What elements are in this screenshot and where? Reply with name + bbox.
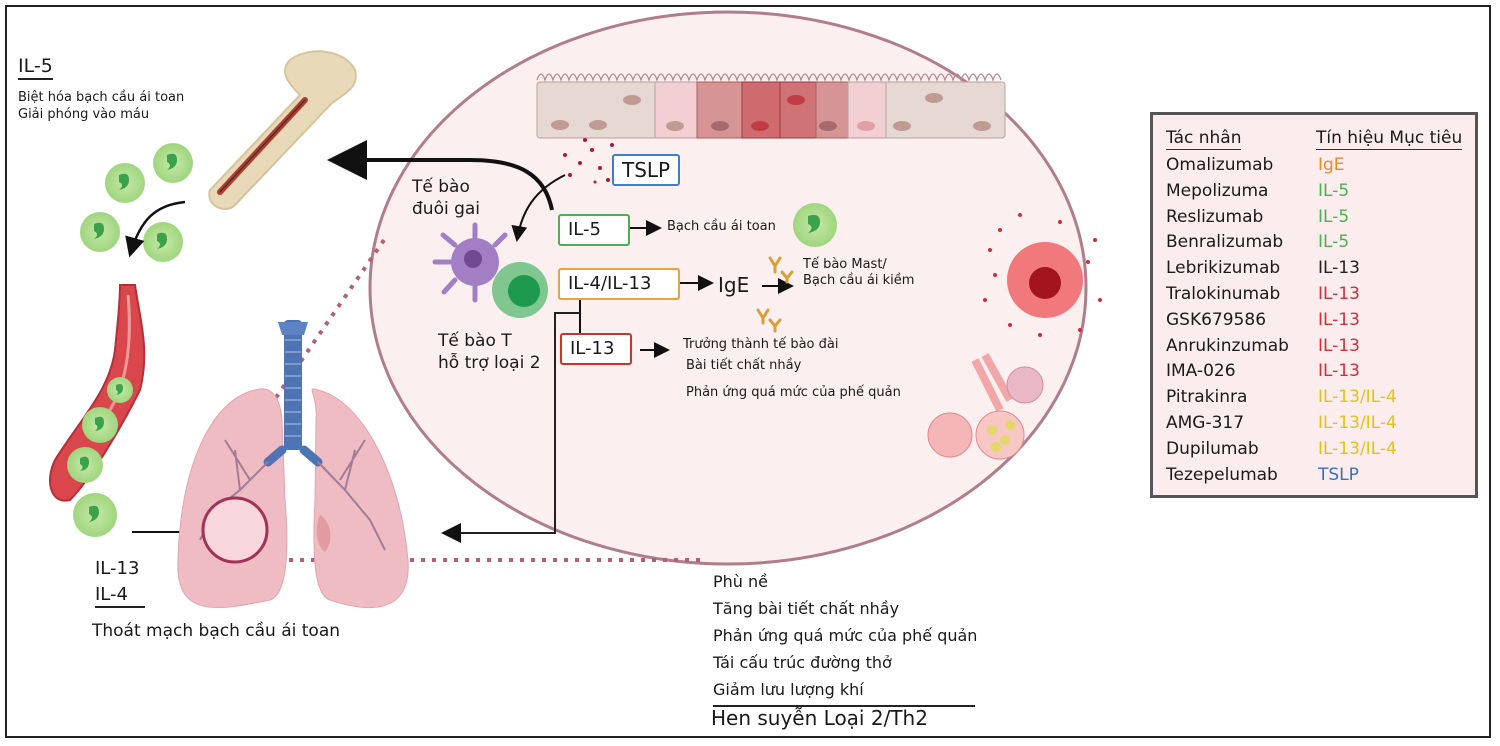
outcome-item: Tăng bài tiết chất nhầy [713,599,900,618]
agent-name: AMG-317 [1166,413,1245,433]
agent-name: Tezepelumab [1166,464,1278,485]
t-helper-cell [492,262,548,318]
target-signal: IL-5 [1318,180,1350,201]
dendritic-label-line1: Tế bào [412,177,470,197]
tslp-box: TSLP [612,154,681,186]
drug-target-table: Tác nhân Tín hiệu Mục tiêu Omalizumab IgE… [1150,112,1478,498]
agent-name: Dupilumab [1166,438,1259,459]
target-signal: IgE [1318,155,1345,175]
il13-effect-goblet: Trưởng thành tế bào đài [683,337,839,352]
agent-name: Omalizumab [1166,155,1274,175]
il4-label: IL-4 [95,584,145,608]
target-signal: IL-5 [1318,232,1350,253]
th2-cell-label: Tế bào T hỗ trợ loại 2 [438,330,541,374]
il13-box: IL-13 [560,333,632,365]
agent-name: GSK679586 [1166,309,1267,330]
il4-il13-box: IL-4/IL-13 [558,268,680,300]
header-target: Tín hiệu Mục tiêu [1316,128,1463,150]
il5-effect-1: Biệt hóa bạch cầu ái toan [18,90,185,105]
figure-frame [5,5,1491,738]
agent-name: Lebrikizumab [1166,258,1281,279]
outcome-item: Phản ứng quá mức của phế quản [713,626,978,645]
target-signal: IL-13/IL-4 [1318,387,1397,408]
outcome-list: Phù nề Tăng bài tiết chất nhầy Phản ứng … [713,568,977,707]
target-signal: IL-13 [1318,361,1360,382]
il13-label: IL-13 [95,558,140,579]
target-signal: IL-13 [1318,284,1360,304]
dendritic-label-line2: đuôi gai [412,199,481,219]
arrow-to-bone-marrow [327,140,554,211]
il5-box: IL-5 [558,214,630,246]
dendritic-cell [432,222,508,303]
alveoli-illustration [927,353,1044,460]
mast-label-line1: Tế bào Mast/ [803,257,887,272]
th2-label-line1: Tế bào T [438,331,512,351]
il5-target-label: Bạch cầu ái toan [667,219,776,234]
bone-marrow-illustration [208,50,357,210]
agent-name: Pitrakinra [1166,387,1248,408]
agent-name: IMA-026 [1166,361,1236,382]
target-signal: IL-5 [1318,206,1350,227]
agent-name: Benralizumab [1166,232,1284,253]
mast-cell [983,213,1102,337]
target-signal: TSLP [1318,464,1359,485]
header-agent: Tác nhân [1166,128,1242,150]
target-signal: IL-13 [1318,258,1360,279]
ige-antibodies [756,256,794,333]
airway-zoom-ellipse [368,10,1088,566]
il13-effect-hyperresponsiveness: Phản ứng quá mức của phế quản [686,385,901,400]
ige-label: IgE [718,273,750,297]
outcome-item: Tái cấu trúc đường thở [713,653,892,672]
th2-label-line2: hỗ trợ loại 2 [438,353,541,373]
mast-label-line2: Bạch cầu ái kiềm [803,273,915,288]
agent-name: Mepolizuma [1166,180,1269,201]
outcome-item: Giảm lưu lượng khí [713,676,975,707]
extravasation-label: Thoát mạch bạch cầu ái toan [92,621,341,641]
arrow-to-blood [125,200,186,258]
agent-name: Anrukinzumab [1166,335,1289,356]
il13-effect-mucus: Bài tiết chất nhầy [686,358,802,373]
target-signal: IL-13/IL-4 [1318,413,1397,433]
lungs-illustration [177,320,409,609]
arrow-to-lungs [441,312,580,543]
dendritic-cell-label: Tế bào đuôi gai [412,176,480,220]
eosinophils-in-vessel [67,377,133,537]
il5-effect-2: Giải phóng vào máu [18,107,150,122]
agent-name: Reslizumab [1166,206,1264,227]
il5-title: IL-5 [18,55,53,80]
outcome-item: Phù nề [713,572,768,591]
eosinophil-cells [80,143,837,262]
outcome-title: Hen suyễn Loại 2/Th2 [711,706,928,730]
arrow-tslp-to-dendritic [511,174,566,242]
mast-basophil-label: Tế bào Mast/ Bạch cầu ái kiềm [803,257,914,289]
airway-epithelium [536,73,1006,139]
target-signal: IL-13/IL-4 [1318,438,1397,459]
target-signal: IL-13 [1318,309,1360,330]
agent-name: Tralokinumab [1166,284,1281,304]
target-signal: IL-13 [1318,335,1360,356]
